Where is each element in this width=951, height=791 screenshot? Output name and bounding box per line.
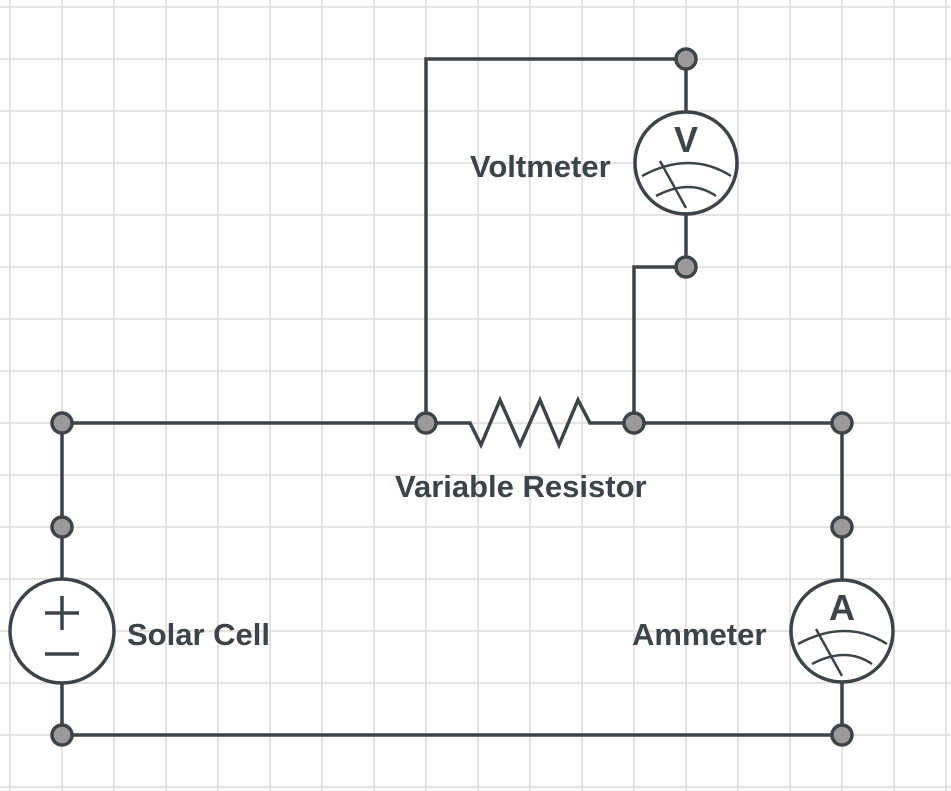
wire-voltmeter-negative — [632, 265, 686, 423]
node-bottom-right[interactable] — [830, 723, 854, 747]
ammeter-letter: A — [829, 587, 855, 628]
node-resistor-right[interactable] — [622, 411, 646, 435]
solar-cell[interactable] — [8, 577, 116, 685]
voltmeter-needle — [658, 160, 688, 209]
node-voltmeter-bottom[interactable] — [674, 255, 698, 279]
node-resistor-left[interactable] — [414, 411, 438, 435]
variable-resistor-label: Variable Resistor — [395, 469, 647, 504]
node-bottom-left[interactable] — [50, 723, 74, 747]
voltmeter-scale-outer — [641, 161, 732, 178]
node-solar-cell-top[interactable] — [50, 515, 74, 539]
node-top-left[interactable] — [50, 411, 74, 435]
connection-nodes — [50, 47, 854, 747]
voltmeter-label: Voltmeter — [470, 149, 611, 184]
resistor-icon[interactable] — [426, 395, 634, 450]
wire-voltmeter-positive — [424, 57, 686, 423]
ammeter-scale-outer — [797, 629, 888, 646]
ammeter-needle — [814, 628, 844, 677]
ammeter-label: Ammeter — [632, 617, 766, 652]
node-top-right[interactable] — [830, 411, 854, 435]
voltmeter-letter: V — [674, 119, 698, 160]
node-ammeter-top[interactable] — [830, 515, 854, 539]
dc-source-icon[interactable] — [8, 577, 116, 685]
solar-cell-label: Solar Cell — [127, 617, 270, 652]
ammeter[interactable]: A — [789, 578, 895, 684]
node-voltmeter-top[interactable] — [674, 47, 698, 71]
voltmeter-scale-inner — [655, 185, 717, 198]
ammeter-scale-inner — [811, 653, 873, 666]
voltmeter[interactable]: V — [633, 110, 739, 216]
